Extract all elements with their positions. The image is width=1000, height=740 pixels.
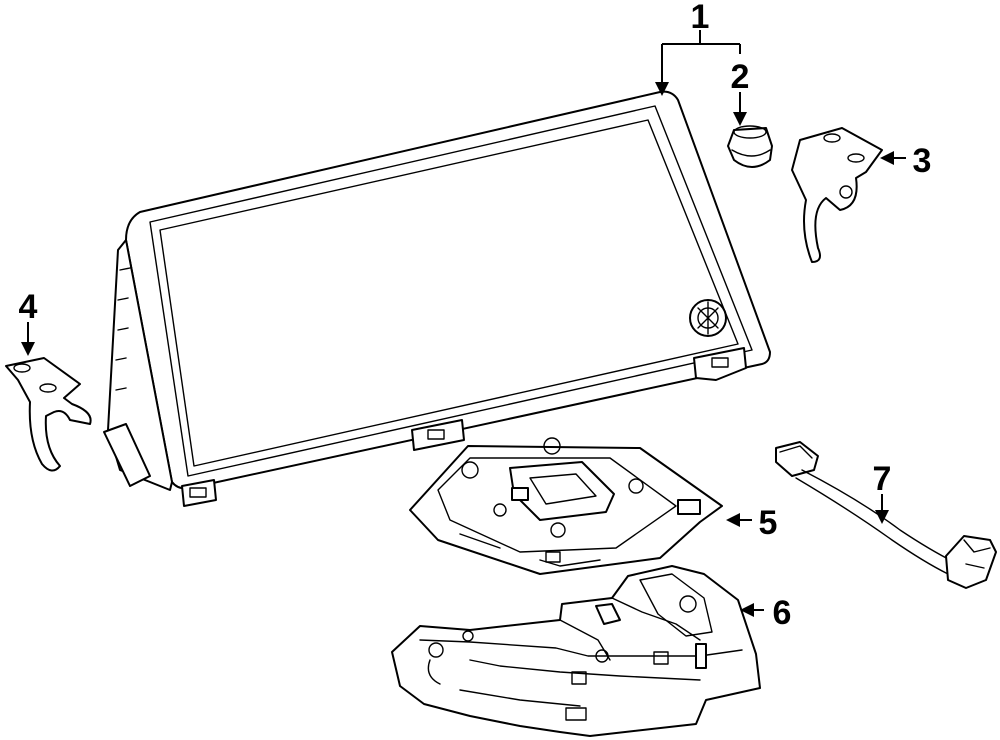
part-5-control-module — [409, 437, 723, 575]
callout-5: 5 — [759, 504, 778, 542]
callout-4: 4 — [19, 288, 38, 326]
callout-leaders — [21, 30, 906, 617]
arrow-5 — [726, 513, 740, 527]
callout-2: 2 — [731, 58, 750, 96]
arrow-3 — [880, 151, 894, 165]
part-2-button-cap — [727, 125, 773, 168]
part-1-display-panel — [103, 90, 771, 507]
arrow-4 — [21, 342, 35, 356]
leader-1 — [661, 30, 741, 84]
callout-7: 7 — [873, 460, 892, 498]
arrow-2 — [733, 112, 747, 126]
part-4-left-bracket — [5, 357, 92, 472]
part-7-wire-harness — [775, 441, 997, 589]
part-6-base-bracket — [391, 565, 761, 737]
callout-6: 6 — [773, 594, 792, 632]
callout-3: 3 — [913, 142, 932, 180]
arrow-1 — [655, 82, 669, 96]
arrow-6 — [740, 603, 754, 617]
arrow-7 — [875, 510, 889, 524]
part-3-right-bracket — [791, 127, 883, 263]
callout-numbers: 1 2 3 4 5 6 7 — [19, 0, 932, 632]
callout-1: 1 — [691, 0, 710, 36]
